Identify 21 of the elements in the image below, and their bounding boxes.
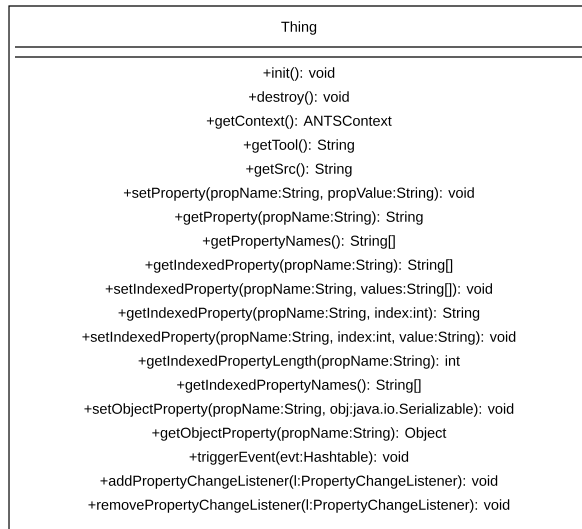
class-box <box>8 5 582 529</box>
method-text: +getIndexedProperty(propName:String): String[] <box>145 259 452 273</box>
method-text: +getTool(): String <box>244 139 354 153</box>
method-text: +getSrc(): String <box>246 163 352 177</box>
method-text: +getIndexedPropertyNames(): String[] <box>177 379 420 393</box>
method-text: +getContext(): ANTSContext <box>206 115 392 129</box>
method-text: +removePropertyChangeListener(l:PropertyChangeListener): void <box>88 499 510 513</box>
method-text: +getPropertyNames(): String[] <box>202 235 395 249</box>
method-text: +triggerEvent(evt:Hashtable): void <box>190 451 408 465</box>
method-text: +setIndexedProperty(propName:String, values:String[]): void <box>106 283 492 297</box>
method-text: +getObjectProperty(propName:String): Object <box>152 427 446 441</box>
method-text: +getProperty(propName:String): String <box>175 211 423 225</box>
method-text: +setObjectProperty(propName:String, obj:java.io.Serializable): void <box>84 403 514 417</box>
method-text: +init(): void <box>264 67 334 81</box>
method-text: +addPropertyChangeListener(l:PropertyChangeListener): void <box>100 475 498 489</box>
method-text: +destroy(): void <box>249 91 349 105</box>
class-name: Thing <box>281 21 316 35</box>
method-text: +getIndexedPropertyLength(propName:String): int <box>138 355 460 369</box>
method-text: +setIndexedProperty(propName:String, index:int, value:String): void <box>82 331 516 345</box>
method-text: +setProperty(propName:String, propValue:String): void <box>124 187 474 201</box>
method-text: +getIndexedProperty(propName:String, index:int): String <box>118 307 480 321</box>
